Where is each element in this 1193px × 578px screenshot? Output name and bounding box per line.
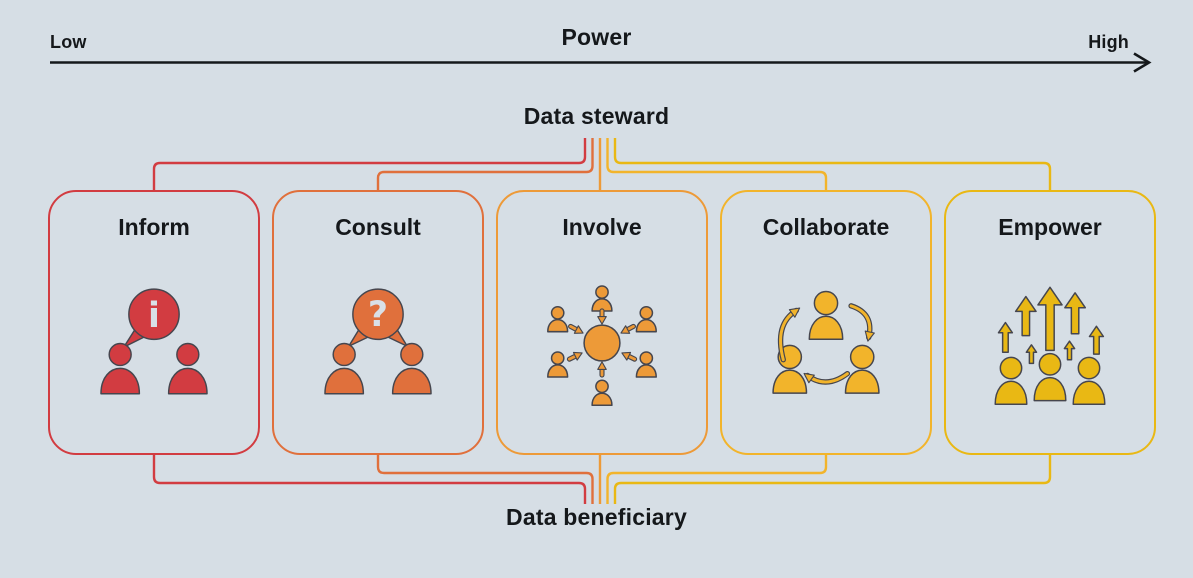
axis-arrowhead-icon (1133, 52, 1152, 73)
people-with-rising-arrows-icon (994, 286, 1106, 406)
person-bottom (591, 379, 613, 406)
info-glyph: i (148, 296, 160, 336)
connector-bottom-empower (613, 455, 1052, 504)
up-arrow-icon (1014, 295, 1037, 337)
axis-title: Power (561, 24, 632, 50)
speech-bubble (352, 287, 404, 340)
stage-icon-wrap: i (50, 241, 258, 453)
arrow-downright-icon (567, 323, 584, 334)
stage-box-collaborate: Collaborate (720, 190, 932, 455)
person-body (167, 367, 208, 395)
connector-bottom-collaborate (606, 455, 828, 504)
info-speech-bubble-between-two-people-icon: i (100, 287, 208, 395)
connector-bottom-inform (152, 455, 587, 504)
person-body (324, 367, 365, 395)
person-body (100, 367, 141, 395)
data-steward-label: Data steward (523, 103, 670, 129)
cycle-arrow-right-icon (848, 303, 875, 342)
up-arrow-icon (1064, 292, 1087, 335)
up-arrow-tiny-icon (1063, 340, 1076, 361)
person-upper-right (635, 305, 657, 333)
cycle-arrow-bottom-icon (803, 370, 851, 385)
person-head (108, 342, 132, 366)
arrow-upleft-icon (621, 351, 638, 362)
stage-box-involve: Involve (496, 190, 708, 455)
connector-top-collaborate (606, 138, 828, 190)
person-top (808, 290, 844, 341)
person-top (591, 285, 613, 312)
people-converging-on-circle-icon (547, 285, 657, 406)
person-right (1072, 356, 1106, 406)
arrow-downleft-icon (620, 323, 637, 334)
stage-box-empower: Empower (944, 190, 1156, 455)
person-head (176, 342, 200, 366)
person-upper-left (547, 305, 569, 333)
person-center (1033, 352, 1067, 402)
axis-low-label: Low (50, 32, 87, 52)
axis-high-label: High (1088, 32, 1129, 52)
arrow-upright-icon (566, 351, 583, 362)
arrow-down-icon (597, 308, 607, 325)
stage-box-consult: Consult ? (272, 190, 484, 455)
person-bottom-right (844, 344, 880, 394)
connector-bottom-consult (376, 455, 594, 504)
up-arrow-tiny-icon (1025, 344, 1038, 365)
stage-title-collaborate: Collaborate (762, 214, 890, 240)
connector-top-inform (152, 138, 587, 190)
connector-top-consult (376, 138, 594, 190)
person-lower-right (635, 351, 657, 378)
stage-title-consult: Consult (335, 214, 421, 240)
stage-icon-wrap (946, 241, 1154, 453)
stage-icon-wrap (722, 241, 930, 453)
person-left (994, 356, 1028, 406)
up-arrow-small-icon (997, 321, 1014, 354)
arrow-up-icon (597, 361, 607, 378)
up-arrow-icon (1037, 286, 1063, 352)
cycle-arrow-left-icon (777, 307, 801, 363)
stage-title-empower: Empower (998, 214, 1102, 240)
connector-top-empower (613, 138, 1052, 190)
person-lower-left (547, 351, 569, 378)
stage-icon-wrap: ? (274, 241, 482, 453)
stage-title-inform: Inform (118, 214, 190, 240)
up-arrow-small-icon (1088, 325, 1105, 355)
person-head (400, 342, 424, 366)
stage-icon-wrap (498, 241, 706, 453)
person-bottom-left (772, 344, 808, 394)
stage-title-involve: Involve (562, 214, 642, 240)
power-axis-arrow (50, 52, 1152, 73)
person-head (332, 342, 356, 366)
stage-box-inform: Inform i (48, 190, 260, 455)
person-body (391, 367, 432, 395)
question-speech-bubble-between-two-people-icon: ? (324, 287, 432, 395)
speech-bubble (128, 287, 180, 340)
question-glyph: ? (368, 295, 388, 335)
central-circle (583, 324, 621, 362)
three-people-cycle-arrows-icon (772, 290, 880, 394)
data-beneficiary-label: Data beneficiary (506, 504, 687, 530)
